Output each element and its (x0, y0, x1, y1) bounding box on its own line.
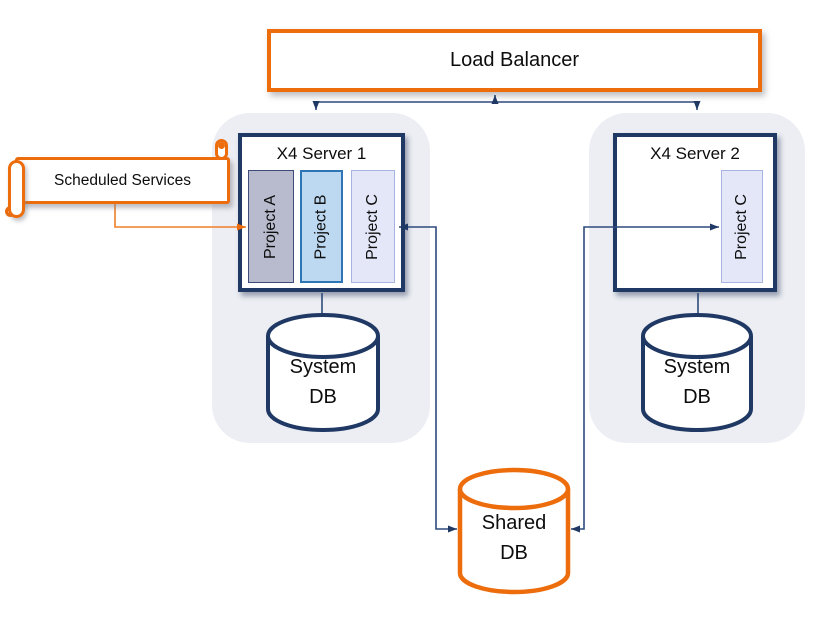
project-c-box-server1: Project C (351, 170, 395, 283)
project-c-label-server2: Project C (733, 193, 751, 260)
load-balancer-label: Load Balancer (450, 49, 579, 71)
project-c-label-server1: Project C (364, 193, 382, 260)
load-balancer-box: Load Balancer (267, 29, 762, 92)
scheduled-services-label: Scheduled Services (54, 171, 191, 189)
project-a-label: Project A (262, 194, 279, 259)
scheduled-services-scroll: Scheduled Services (15, 157, 230, 204)
server1-title: X4 Server 1 (276, 144, 367, 163)
project-c-box-server2: Project C (721, 170, 763, 283)
scroll-top-curl-dot-icon (218, 142, 225, 149)
project-a-box: Project A (248, 170, 294, 283)
project-b-label: Project B (312, 194, 330, 259)
system-db-1-label: System DB (289, 356, 357, 408)
project-b-box: Project B (300, 170, 343, 283)
system-db-2-label: System DB (663, 356, 731, 408)
shared-db-label: Shared DB (481, 512, 547, 564)
scroll-left-roll-icon (8, 160, 25, 218)
server2-title: X4 Server 2 (650, 144, 740, 163)
